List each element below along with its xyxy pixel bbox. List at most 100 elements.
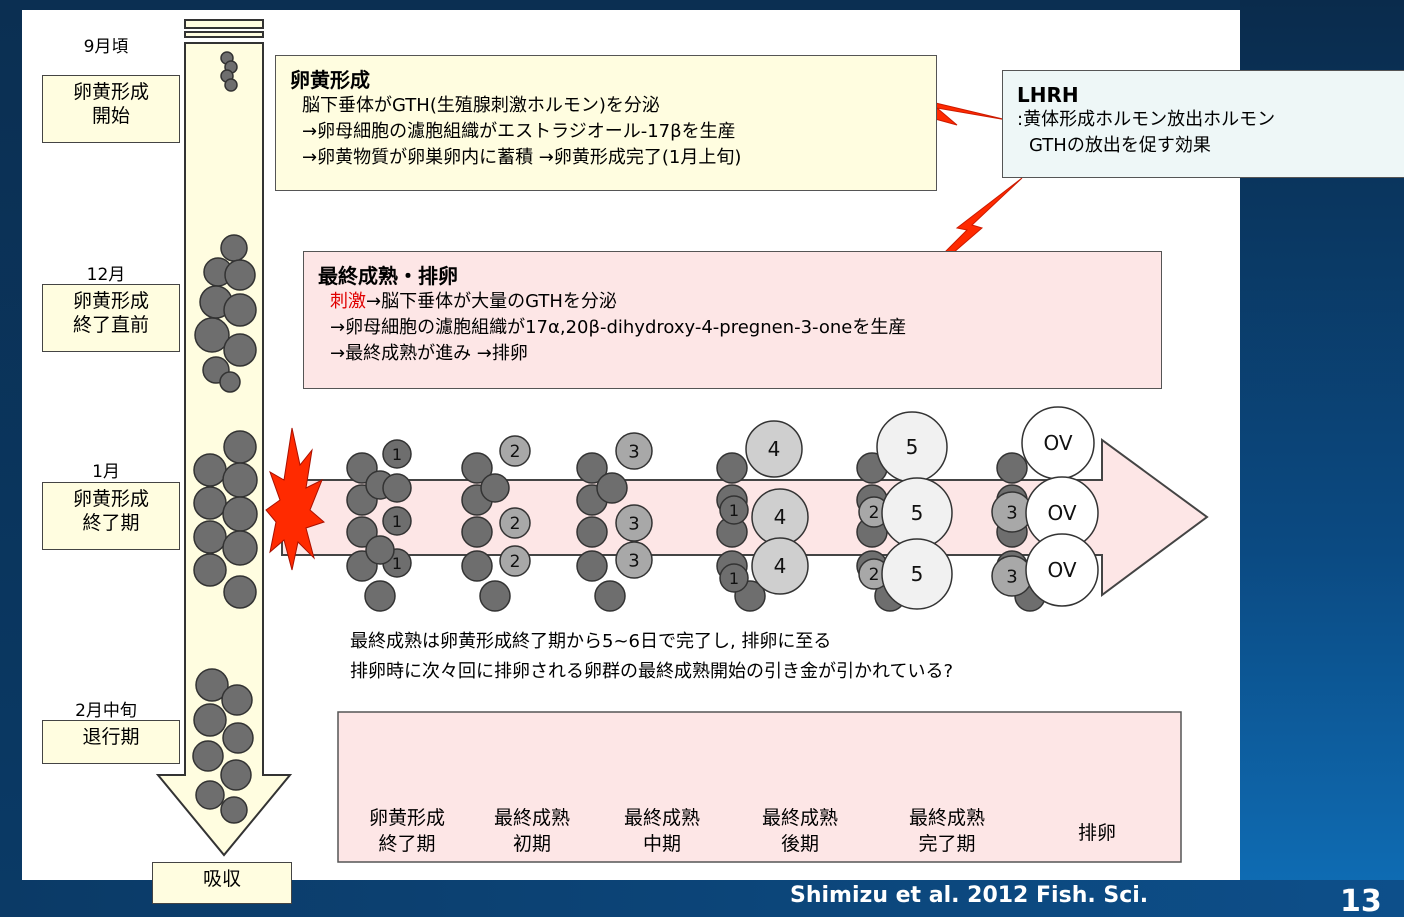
egg	[576, 550, 608, 582]
egg-stage-5: 5	[876, 411, 948, 483]
vitellogenesis-line: →卵母細胞の濾胞組織がエストラジオール-17βを生産	[302, 121, 736, 142]
egg-stage-4: 4	[751, 488, 809, 546]
egg-stage-label: OV	[1043, 431, 1072, 455]
degenerating-egg	[193, 703, 227, 737]
month-label-sep: 9月頃	[83, 37, 129, 57]
egg	[219, 371, 241, 393]
vitellogenesis-box: 卵黄形成 脳下垂体がGTH(生殖腺刺激ホルモン)を分泌 →卵母細胞の濾胞組織がエ…	[275, 55, 937, 191]
small-egg	[224, 78, 238, 92]
egg	[222, 496, 258, 532]
egg	[382, 473, 412, 503]
egg-stage-label: 1	[392, 554, 402, 573]
stimulus-word: 刺激	[330, 291, 366, 312]
egg	[594, 580, 626, 612]
egg-stage-label: 2	[869, 565, 880, 585]
vitellogenesis-title: 卵黄形成	[290, 68, 370, 92]
final-maturation-line: →卵母細胞の濾胞組織が17α,20β-dihydroxy-4-pregnen-3…	[330, 317, 907, 338]
month-label-dec: 12月	[86, 265, 126, 285]
egg-ovulated: OV	[1025, 476, 1099, 550]
egg	[346, 516, 378, 548]
lhrh-title: LHRH	[1017, 83, 1079, 107]
note-line: 排卵時に次々回に排卵される卵群の最終成熟開始の引き金が引かれている?	[350, 661, 954, 682]
final-stim-line: 刺激→脳下垂体が大量のGTHを分泌	[318, 289, 1147, 315]
egg-stage-2: 2	[499, 435, 531, 467]
egg-stage-label: 2	[869, 503, 880, 523]
stimulus-rest: →脳下垂体が大量のGTHを分泌	[366, 291, 617, 312]
egg-stage-label: 3	[628, 513, 639, 534]
egg	[222, 530, 258, 566]
egg	[223, 575, 257, 609]
egg	[223, 430, 257, 464]
egg-stage-5: 5	[881, 477, 953, 549]
slide-canvas: 111222333114442255533OVOVOV12345OV 9月頃 卵…	[22, 10, 1404, 904]
egg-stage-label: 3	[628, 441, 639, 462]
egg-stage-4: 4	[745, 420, 803, 478]
egg	[461, 516, 493, 548]
degenerating-egg	[220, 796, 248, 824]
egg	[193, 453, 227, 487]
degenerating-egg	[222, 722, 254, 754]
legend-label: 最終成熟 初期	[493, 807, 570, 855]
egg-stage-1: 1	[719, 563, 749, 593]
egg	[364, 580, 396, 612]
egg-stage-label: 2	[510, 552, 521, 572]
stage-label-regress: 退行期	[42, 720, 180, 764]
egg-stage-label: 3	[628, 550, 639, 571]
legend-label: 排卵	[1077, 822, 1116, 844]
legend-box	[337, 711, 1182, 863]
page-number: 13	[1340, 884, 1382, 919]
egg-stage-3: 3	[615, 504, 653, 542]
egg-stage-2: 2	[858, 496, 890, 528]
egg	[996, 452, 1028, 484]
lhrh-box: LHRH :黄体形成ホルモン放出ホルモン GTHの放出を促す効果	[1002, 70, 1404, 178]
background-left-band	[0, 0, 22, 917]
egg	[576, 516, 608, 548]
egg-stage-label: 5	[906, 435, 919, 459]
egg-stage-label: 5	[911, 562, 924, 586]
egg-stage-label: OV	[1047, 558, 1076, 582]
note-text: 最終成熟は卵黄形成終了期から5~6日で完了し, 排卵に至る 排卵時に次々回に排卵…	[350, 627, 953, 687]
egg	[716, 452, 748, 484]
egg-stage-label: 4	[774, 505, 787, 529]
egg-stage-2: 2	[499, 507, 531, 539]
final-maturation-line: →最終成熟が進み →排卵	[330, 343, 528, 364]
egg-stage-2: 2	[499, 545, 531, 577]
egg-stage-label: 3	[1006, 566, 1017, 587]
egg-stage-4: 4	[751, 537, 809, 595]
lhrh-line: :黄体形成ホルモン放出ホルモン	[1017, 109, 1276, 130]
final-maturation-title: 最終成熟・排卵	[318, 264, 458, 288]
egg-stage-3: 3	[615, 541, 653, 579]
egg-stage-label: 4	[774, 554, 787, 578]
egg	[194, 317, 230, 353]
egg-stage-label: 1	[729, 501, 739, 520]
egg-stage-label: 3	[1006, 502, 1017, 523]
egg	[222, 462, 258, 498]
degenerating-egg	[220, 759, 252, 791]
egg	[596, 472, 628, 504]
month-label-jan: 1月	[92, 462, 120, 482]
egg-stage-label: 2	[510, 514, 521, 534]
egg-stage-3: 3	[615, 432, 653, 470]
egg-stage-label: 5	[911, 501, 924, 525]
stage-label-end: 卵黄形成 終了期	[42, 482, 180, 550]
egg-stage-2: 2	[858, 558, 890, 590]
month-label-feb: 2月中旬	[75, 701, 137, 721]
egg-stage-label: 2	[510, 442, 521, 462]
egg-stage-label: 1	[729, 569, 739, 588]
egg-stage-label: OV	[1047, 501, 1076, 525]
stimulus-burst-icon	[265, 427, 325, 571]
stage-label-nearly-done: 卵黄形成 終了直前	[42, 284, 180, 352]
egg	[479, 580, 511, 612]
stage-label-start: 卵黄形成 開始	[42, 75, 180, 143]
egg	[193, 486, 227, 520]
degenerating-egg	[195, 668, 229, 702]
vitellogenesis-line: 脳下垂体がGTH(生殖腺刺激ホルモン)を分泌	[302, 95, 660, 116]
egg	[576, 452, 608, 484]
egg	[461, 452, 493, 484]
absorb-label: 吸収	[152, 862, 292, 904]
legend-label: 最終成熟 後期	[761, 807, 838, 855]
egg	[220, 234, 248, 262]
legend-label: 最終成熟 完了期	[908, 807, 985, 855]
legend-label: 卵黄形成 終了期	[368, 807, 445, 855]
degenerating-egg	[221, 684, 253, 716]
